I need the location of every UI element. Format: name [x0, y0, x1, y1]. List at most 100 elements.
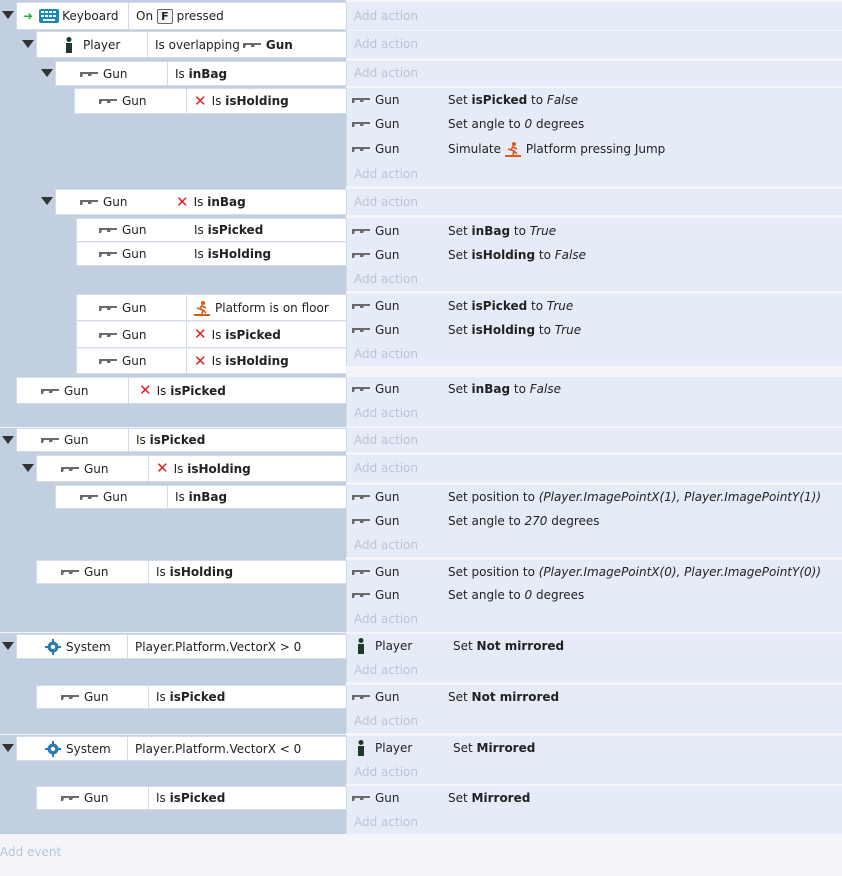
- action-text: to: [513, 224, 526, 238]
- condition-row[interactable]: Gun Is isHolding: [36, 560, 346, 584]
- action-row[interactable]: Gun Set angle to 0 degrees: [347, 583, 842, 607]
- add-action-link[interactable]: Add action: [354, 66, 418, 80]
- condition-row[interactable]: Gun Is inBag: [55, 485, 346, 509]
- collapse-toggle[interactable]: [2, 11, 14, 19]
- action-text: Platform pressing Jump: [525, 142, 666, 156]
- actions-column: Gun Set Mirrored Add action: [346, 786, 842, 834]
- add-action-link[interactable]: Add action: [354, 663, 418, 677]
- action-text: degrees: [551, 514, 600, 528]
- condition-row[interactable]: ➜ Keyboard On F pressed: [16, 2, 346, 30]
- collapse-toggle[interactable]: [41, 197, 53, 205]
- gun-icon: [61, 794, 81, 802]
- condition-row[interactable]: Gun ✕ Is isHolding: [36, 455, 346, 482]
- gun-icon: [352, 120, 372, 128]
- condition-row[interactable]: System Player.Platform.VectorX > 0: [16, 634, 346, 659]
- collapse-toggle[interactable]: [41, 69, 53, 77]
- gun-icon: [99, 357, 119, 365]
- x-icon: ✕: [156, 459, 169, 477]
- condition-row[interactable]: Gun Is isPicked: [36, 685, 346, 709]
- action-row[interactable]: Gun Set isPicked to False: [347, 88, 842, 112]
- object-name: Gun: [375, 299, 400, 313]
- action-row[interactable]: Gun Set isPicked to True: [347, 294, 842, 318]
- variable-name: isHolding: [225, 94, 289, 108]
- action-row[interactable]: Player Set Mirrored: [347, 736, 842, 760]
- gun-icon: [80, 70, 100, 78]
- action-row[interactable]: Player Set Not mirrored: [347, 634, 842, 658]
- condition-row[interactable]: Gun ✕ Is inBag: [55, 189, 346, 215]
- condition-row[interactable]: Gun ✕ Is isPicked: [76, 321, 346, 348]
- add-action-link[interactable]: Add action: [354, 433, 418, 447]
- value-text: False: [554, 248, 586, 262]
- value-text: True: [546, 299, 574, 313]
- action-row[interactable]: Gun Set angle to 0 degrees: [347, 112, 842, 136]
- action-row[interactable]: Gun Set inBag to False: [347, 377, 842, 401]
- value-text: False: [529, 382, 561, 396]
- condition-row[interactable]: Gun Is isPicked: [36, 786, 346, 810]
- actions-column: Add action: [346, 61, 842, 86]
- object-name: Gun: [375, 514, 400, 528]
- add-action-link[interactable]: Add action: [354, 461, 418, 475]
- variable-name: isHolding: [169, 565, 234, 579]
- add-action-link[interactable]: Add action: [354, 612, 418, 626]
- condition-row[interactable]: Gun ✕ Is isHolding: [76, 348, 346, 374]
- action-row[interactable]: Gun Set angle to 270 degrees: [347, 509, 842, 533]
- actions-column: Gun Set isPicked to False Gun Set angle …: [346, 88, 842, 186]
- platform-icon: [194, 300, 210, 316]
- action-text: Set angle to: [448, 588, 521, 602]
- action-row[interactable]: Gun Set isHolding to False: [347, 243, 842, 267]
- add-action-link[interactable]: Add action: [354, 714, 418, 728]
- condition-row[interactable]: Gun Is inBag: [55, 61, 346, 86]
- actions-column: Player Set Mirrored Add action: [346, 736, 842, 784]
- condition-row[interactable]: Gun Is isPicked: [16, 428, 346, 452]
- value-text: 270: [524, 514, 548, 528]
- action-text: Set: [448, 791, 468, 805]
- add-action-link[interactable]: Add action: [354, 9, 418, 23]
- add-action-link[interactable]: Add action: [354, 195, 418, 209]
- condition-text: On: [136, 9, 154, 23]
- condition-row[interactable]: Gun ✕ Is isPicked: [16, 377, 346, 404]
- condition-row[interactable]: Gun Is isHolding: [76, 242, 346, 266]
- collapse-toggle[interactable]: [22, 464, 34, 472]
- action-row[interactable]: Gun Set Mirrored: [347, 786, 842, 810]
- action-row[interactable]: Gun Set isHolding to True: [347, 318, 842, 342]
- condition-row[interactable]: Gun ✕ Is isHolding: [74, 88, 346, 114]
- action-row[interactable]: Gun Set inBag to True: [347, 219, 842, 243]
- gun-icon: [99, 250, 119, 258]
- action-text: Set angle to: [448, 117, 521, 131]
- collapse-toggle[interactable]: [2, 436, 14, 444]
- condition-row[interactable]: Gun Platform is on floor: [76, 294, 346, 321]
- object-name: Gun: [84, 791, 109, 805]
- action-row[interactable]: Gun Set position to (Player.ImagePointX(…: [347, 560, 842, 584]
- actions-column: Gun Set isPicked to True Gun Set isHoldi…: [346, 294, 842, 366]
- condition-text: Is: [156, 565, 166, 579]
- add-action-link[interactable]: Add action: [354, 167, 418, 181]
- add-action-link[interactable]: Add action: [354, 37, 418, 51]
- add-action-link[interactable]: Add action: [354, 347, 418, 361]
- object-name: Gun: [122, 354, 147, 368]
- variable-name: inBag: [471, 224, 511, 238]
- condition-row[interactable]: Player Is overlapping Gun: [36, 31, 346, 58]
- add-action-link[interactable]: Add action: [354, 538, 418, 552]
- add-action-link[interactable]: Add action: [354, 272, 418, 286]
- add-event-link[interactable]: Add event: [0, 845, 62, 859]
- object-name: Gun: [122, 223, 147, 237]
- gun-icon: [352, 568, 372, 576]
- x-icon: ✕: [176, 192, 189, 211]
- action-text: Set: [448, 224, 468, 238]
- condition-row[interactable]: System Player.Platform.VectorX < 0: [16, 736, 346, 761]
- collapse-toggle[interactable]: [22, 40, 34, 48]
- condition-row[interactable]: Gun Is isPicked: [76, 218, 346, 242]
- collapse-toggle[interactable]: [2, 642, 14, 650]
- add-action-link[interactable]: Add action: [354, 765, 418, 779]
- action-row[interactable]: Gun Simulate Platform pressing Jump: [347, 137, 842, 161]
- add-action-link[interactable]: Add action: [354, 406, 418, 420]
- gun-icon: [352, 227, 372, 235]
- add-action-link[interactable]: Add action: [354, 815, 418, 829]
- collapse-toggle[interactable]: [2, 744, 14, 752]
- value-text: (Player.ImagePointX(1), Player.ImagePoin…: [538, 490, 822, 504]
- action-text: Set: [453, 741, 473, 755]
- variable-name: inBag: [207, 195, 246, 209]
- action-row[interactable]: Gun Set position to (Player.ImagePointX(…: [347, 485, 842, 509]
- action-row[interactable]: Gun Set Not mirrored: [347, 685, 842, 709]
- gun-icon: [352, 517, 372, 525]
